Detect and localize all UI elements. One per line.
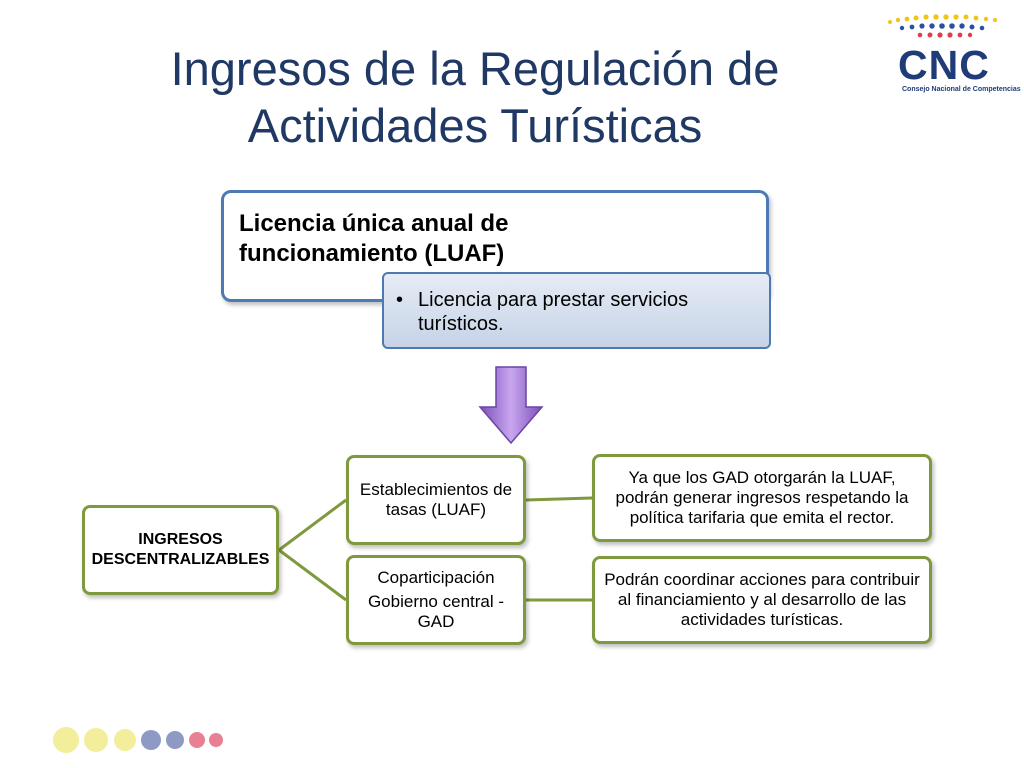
dot-icon — [84, 728, 108, 752]
dot-icon — [189, 732, 205, 748]
note-luaf-ingresos: Ya que los GAD otorgarán la LUAF, podrán… — [592, 454, 932, 542]
logo-dots-icon — [888, 14, 997, 38]
bullet-icon: • — [396, 289, 404, 311]
logo-subtitle: Consejo Nacional de Competencias — [902, 86, 1021, 93]
note-coordinar-acciones: Podrán coordinar acciones para contribui… — [592, 556, 932, 644]
logo-text: CNC — [898, 42, 990, 88]
dot-icon — [114, 729, 136, 751]
luaf-title: Licencia única anual de funcionamiento (… — [239, 210, 509, 267]
dot-icon — [141, 730, 161, 750]
page-title: Ingresos de la Regulación de Actividades… — [170, 42, 780, 152]
dot-icon — [209, 733, 223, 747]
dot-icon — [53, 727, 79, 753]
root-node: INGRESOS DESCENTRALIZABLES — [82, 505, 279, 595]
cnc-logo: CNC Consejo Nacional de Competencias — [880, 10, 1021, 93]
decorative-dots — [53, 727, 223, 753]
coparticipacion-label: Coparticipación — [377, 568, 495, 587]
dot-icon — [166, 731, 184, 749]
gobierno-gad-label: Gobierno central - GAD — [367, 592, 505, 631]
branch-node-coparticipacion: Coparticipación Gobierno central - GAD — [346, 555, 526, 645]
down-arrow-icon — [478, 366, 544, 445]
branch-node-tasas: Establecimientos de tasas (LUAF) — [346, 455, 526, 545]
luaf-detail-text: Licencia para prestar servicios turístic… — [418, 289, 689, 335]
luaf-detail-box: • Licencia para prestar servicios turíst… — [382, 272, 771, 349]
